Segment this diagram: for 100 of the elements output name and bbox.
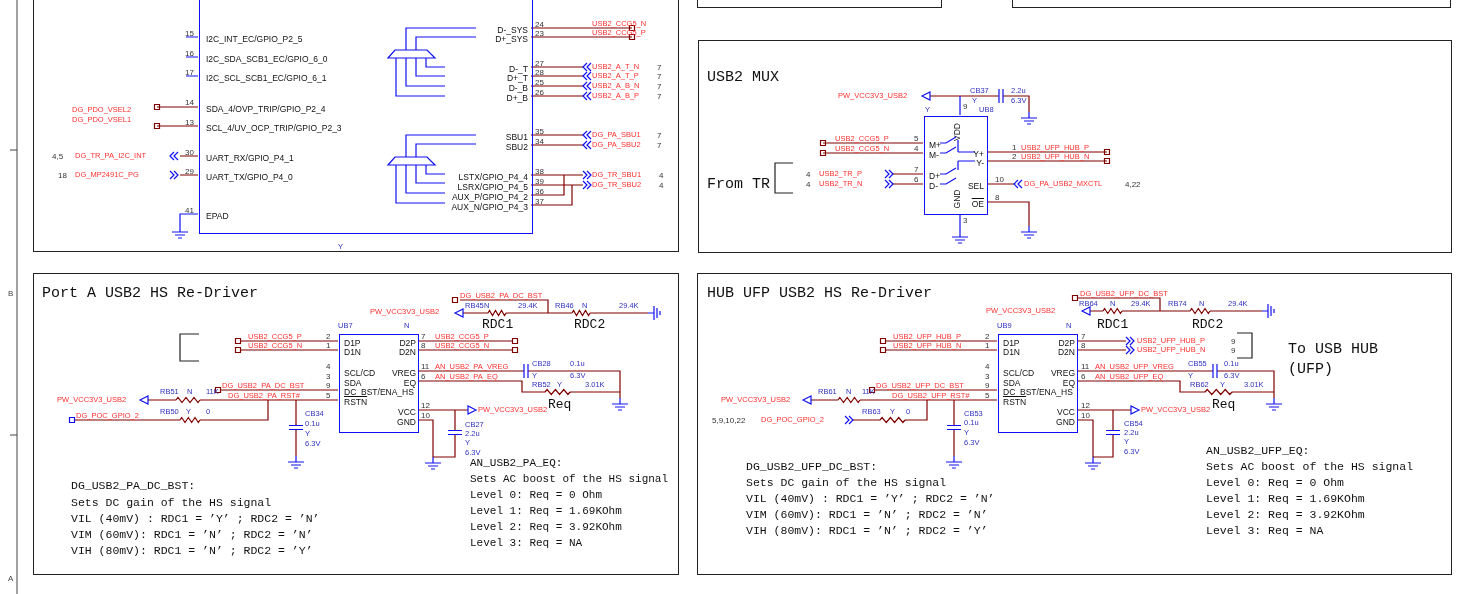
reference-number: 10	[1081, 410, 1090, 420]
note-text: Level 2: Req = 3.92KOhm	[470, 520, 622, 534]
pin-name: D-	[929, 181, 938, 191]
note-text: Level 3: Req = NA	[470, 536, 583, 550]
reference-number: 3	[326, 371, 331, 381]
ic-chip	[339, 334, 419, 433]
pin-name: VREG	[1050, 368, 1075, 378]
reference-number: 11	[421, 361, 430, 371]
note-text: Level 0: Req = 0 Ohm	[470, 488, 603, 502]
reference-number: 14	[185, 97, 194, 107]
pin-name: EQ	[1062, 378, 1075, 388]
pin-name: D2N	[1058, 347, 1075, 357]
reference-number: 5	[985, 390, 990, 400]
pin-name: I2C_INT_EC/GPIO_P2_5	[206, 34, 303, 44]
reference-number: 38	[535, 166, 544, 176]
pin-name: I2C_SDA_SCB1_EC/GPIO_6_0	[206, 54, 328, 64]
note-text: AN_USB2_UFP_EQ:	[1206, 444, 1310, 458]
section-title: USB2 MUX	[707, 68, 779, 86]
ic-chip	[998, 334, 1078, 433]
pin-name: AUX_N/GPIO_P4_3	[451, 202, 528, 212]
pin-name: D1N	[1003, 347, 1020, 357]
reference-number: 15	[185, 28, 194, 38]
note-text: Level 1: Req = 1.69KOhm	[470, 504, 622, 518]
reference-number: 3	[963, 215, 968, 225]
pin-name: SCL/CD	[344, 368, 376, 378]
reference-number: 2	[1012, 151, 1017, 161]
reference-number: 2	[985, 331, 990, 341]
annotation-text: Req	[548, 396, 572, 412]
pin-name: GND	[397, 417, 416, 427]
pin-name: Y+	[973, 149, 984, 159]
pin-name: EPAD	[206, 211, 229, 221]
pin-name: SCL_4/UV_OCP_TRIP/GPIO_P2_3	[206, 123, 342, 133]
pin-name: D2N	[399, 347, 416, 357]
pin-name: UART_RX/GPIO_P4_1	[206, 153, 294, 163]
pin-name: SBU2	[505, 142, 528, 152]
reference-number: 27	[535, 58, 544, 68]
pin-name: DC_BST/ENA_HS	[1003, 387, 1073, 397]
reference-number: 4,5	[52, 151, 64, 161]
reference-number: 5	[914, 133, 919, 143]
reference-number: 5	[326, 390, 331, 400]
reference-number: 7	[421, 331, 426, 341]
pin-name: UART_TX/GPIO_P4_0	[206, 172, 293, 182]
reference-number: 18	[58, 170, 67, 180]
reference-number: 7	[657, 62, 662, 72]
pin-name: D+_T	[506, 73, 528, 83]
section-frame	[697, 0, 942, 8]
reference-number: 5,9,10,22	[712, 415, 746, 425]
annotation-text: RDC1	[1097, 316, 1129, 332]
note-text: Sets AC boost of the HS signal	[1206, 460, 1414, 474]
reference-number: 26	[535, 87, 544, 97]
pin-name: I2C_SCL_SCB1_EC/GPIO_6_1	[206, 73, 327, 83]
pin-name: EQ	[403, 378, 416, 388]
pin-name: D2P	[399, 338, 416, 348]
reference-number: 12	[421, 400, 430, 410]
reference-number: 7	[657, 91, 662, 101]
reference-number: 7	[657, 130, 662, 140]
annotation-text: To USB HUB (UFP)	[1288, 340, 1379, 380]
section-frame	[33, 0, 679, 252]
annotation-text: RDC1	[482, 316, 514, 332]
reference-number: 8	[995, 192, 1000, 202]
reference-number: 11	[1081, 361, 1090, 371]
reference-number: 4	[326, 361, 331, 371]
pin-name: D+_SYS	[495, 34, 528, 44]
reference-number: 9	[1231, 345, 1236, 355]
reference-number: 1	[326, 340, 331, 350]
pin-name: M+	[929, 140, 942, 150]
pin-name: OE	[971, 199, 984, 209]
reference-number: 37	[535, 196, 544, 206]
note-text: VIM (60mV): RDC1 = ’N’ ; RDC2 = ’N’	[746, 508, 988, 522]
reference-number: 8	[1081, 340, 1086, 350]
reference-number: 9	[1231, 336, 1236, 346]
note-text: VIL (40mV) : RDC1 = ’Y’ ; RDC2 = ’N’	[71, 512, 320, 526]
reference-number: 4	[806, 179, 811, 189]
pin-name: D2P	[1058, 338, 1075, 348]
reference-number: 9	[326, 380, 331, 390]
note-text: Level 3: Req = NA	[1206, 524, 1324, 538]
pin-name: GND	[1056, 417, 1075, 427]
reference-number: 16	[185, 48, 194, 58]
reference-number: 6	[421, 371, 426, 381]
note-text: DG_USB2_UFP_DC_BST:	[746, 460, 878, 474]
reference-number: 2	[326, 331, 331, 341]
note-text: Sets DC gain of the HS signal	[746, 476, 947, 490]
reference-number: 24	[535, 19, 544, 29]
reference-number: 8	[421, 340, 426, 350]
reference-number: 34	[535, 136, 544, 146]
section-title: HUB UFP USB2 HS Re-Driver	[707, 284, 933, 302]
reference-number: 4,22	[1125, 179, 1141, 189]
pin-name: D1N	[344, 347, 361, 357]
reference-number: 6	[1081, 371, 1086, 381]
reference-number: 12	[1081, 400, 1090, 410]
section-frame	[1012, 0, 1451, 8]
reference-number: 25	[535, 77, 544, 87]
pin-name: VDD	[952, 123, 962, 141]
annotation-text: RDC2	[1192, 316, 1224, 332]
pin-name: D-_SYS	[497, 25, 528, 35]
pin-name: AUX_P/GPIO_P4_2	[451, 192, 528, 202]
reference-number: 30	[185, 147, 194, 157]
note-text: Level 1: Req = 1.69KOhm	[1206, 492, 1365, 506]
pin-name: D+	[929, 171, 941, 181]
note-text: Level 2: Req = 3.92KOhm	[1206, 508, 1365, 522]
